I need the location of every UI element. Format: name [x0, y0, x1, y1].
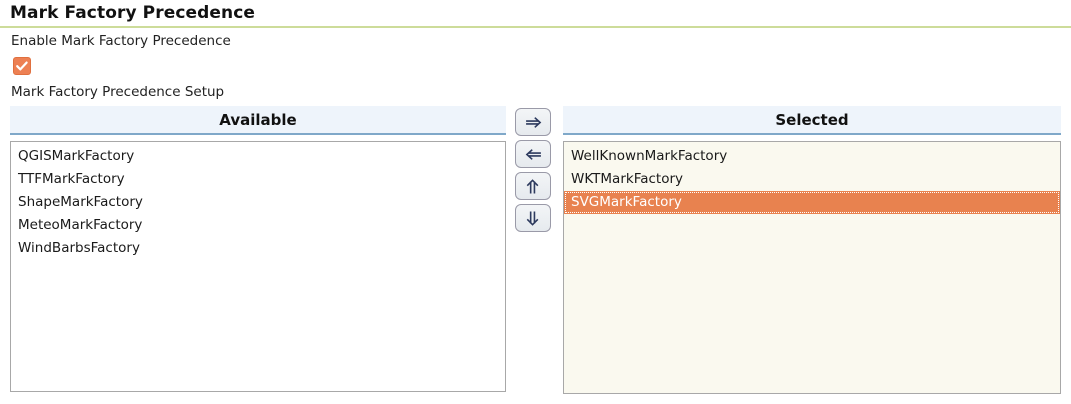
title-divider: [0, 26, 1071, 28]
list-item[interactable]: WellKnownMarkFactory: [571, 148, 728, 164]
list-item[interactable]: WindBarbsFactory: [18, 240, 140, 256]
list-item[interactable]: MeteoMarkFactory: [18, 217, 143, 233]
selected-header-label: Selected: [775, 110, 849, 129]
available-header-label: Available: [219, 110, 297, 129]
arrow-up-icon: [526, 178, 538, 193]
arrow-down-icon: [526, 211, 538, 226]
precedence-setup-label: Mark Factory Precedence Setup: [11, 84, 225, 100]
page-title: Mark Factory Precedence: [10, 3, 256, 23]
list-item[interactable]: QGISMarkFactory: [18, 148, 135, 164]
move-right-button[interactable]: [515, 108, 551, 136]
move-down-button[interactable]: [515, 204, 551, 232]
arrow-left-icon: [525, 148, 541, 160]
arrow-right-icon: [525, 116, 541, 128]
list-item[interactable]: WKTMarkFactory: [571, 171, 684, 187]
list-item[interactable]: ShapeMarkFactory: [18, 194, 143, 210]
selected-column-header: Selected: [563, 106, 1061, 135]
enable-precedence-checkbox[interactable]: [13, 57, 31, 75]
list-item-selected[interactable]: SVGMarkFactory: [564, 191, 1060, 214]
list-item[interactable]: TTFMarkFactory: [18, 171, 125, 187]
enable-precedence-label: Enable Mark Factory Precedence: [11, 33, 231, 49]
move-left-button[interactable]: [515, 140, 551, 168]
move-up-button[interactable]: [515, 172, 551, 200]
available-column-header: Available: [10, 106, 506, 135]
check-icon: [16, 61, 28, 71]
transfer-button-group: [515, 108, 551, 236]
